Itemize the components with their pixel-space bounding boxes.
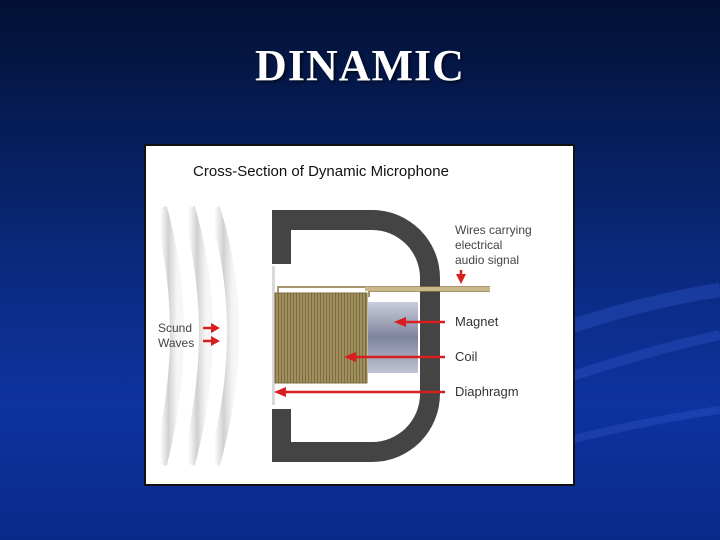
label-arrows <box>203 270 466 397</box>
magnet-arrow <box>394 317 445 327</box>
sound-wave-arc <box>208 206 239 466</box>
diagram-panel: Cross-Section of Dynamic Microphone Wire… <box>144 144 575 486</box>
wires-label-line: audio signal <box>455 253 520 267</box>
diaphragm-arrow <box>274 387 445 397</box>
slide-title: DINAMIC <box>255 41 465 90</box>
signal-wire-bar <box>365 287 490 291</box>
sound-wave-arc <box>181 205 213 466</box>
wires-arrow <box>456 270 466 284</box>
sound-waves-label-line: Waves <box>158 336 195 350</box>
wires-label-line: electrical <box>455 238 503 252</box>
sound-wave-arc <box>153 206 184 466</box>
sound-waves-label: Scund Waves <box>158 321 194 351</box>
magnet-label: Magnet <box>455 314 499 329</box>
diaphragm <box>272 266 275 405</box>
diaphragm-label: Diaphragm <box>455 384 519 399</box>
wires-label: Wires carrying electrical audio signal <box>455 223 532 268</box>
sound-wave-arcs <box>153 205 239 466</box>
bg-swoosh <box>558 330 720 385</box>
coil-shape <box>274 292 368 384</box>
diagram-title: Cross-Section of Dynamic Microphone <box>193 163 449 180</box>
bg-swoosh <box>557 283 720 337</box>
sound-arrow <box>203 323 220 346</box>
coil-label: Coil <box>455 349 478 364</box>
coil-arrow <box>344 352 445 362</box>
microphone-housing <box>272 210 440 462</box>
diagram-canvas <box>153 205 490 466</box>
magnet-shape <box>368 302 418 373</box>
bg-swoosh <box>569 406 720 444</box>
wires-label-line: Wires carrying <box>455 223 532 237</box>
sound-waves-label-line: Scund <box>158 321 193 335</box>
